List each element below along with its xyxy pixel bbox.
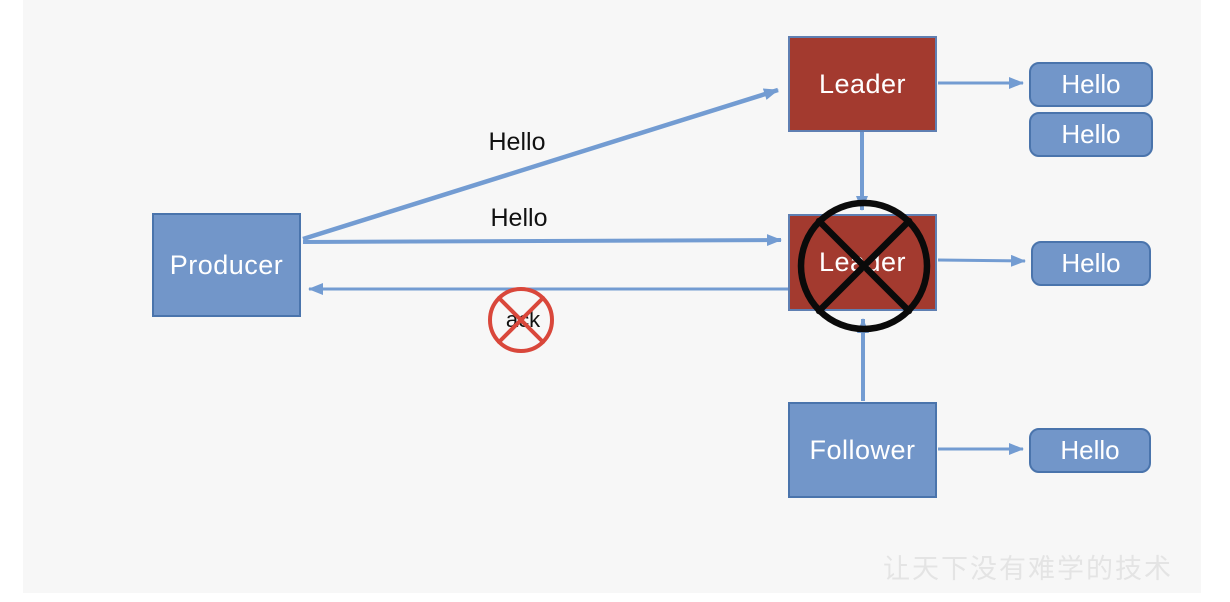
message-label: Hello — [1061, 119, 1121, 149]
leader-top-node: Leader — [788, 36, 937, 132]
watermark-text: 让天下没有难学的技术 — [883, 554, 1173, 585]
leader-top-label: Leader — [818, 68, 907, 99]
producer-node: Producer — [152, 213, 301, 317]
edge-label-hello-middle: Hello — [490, 204, 548, 232]
message-label: Hello — [1060, 435, 1120, 465]
message-label: Hello — [1061, 69, 1121, 99]
producer-label: Producer — [169, 249, 284, 280]
leader-failed-node: Leader — [788, 214, 937, 311]
leader-top-message-2: Hello — [1029, 112, 1153, 157]
leader-failed-message-1: Hello — [1031, 241, 1151, 286]
follower-node: Follower — [788, 402, 937, 498]
leader-failed-label: Leader — [818, 247, 907, 277]
message-label: Hello — [1061, 248, 1121, 278]
edge-label-hello-top: Hello — [488, 128, 546, 156]
leader-top-message-1: Hello — [1029, 62, 1153, 107]
edge-label-ack: ack — [505, 307, 541, 332]
follower-message-1: Hello — [1029, 428, 1151, 473]
follower-label: Follower — [809, 434, 916, 465]
